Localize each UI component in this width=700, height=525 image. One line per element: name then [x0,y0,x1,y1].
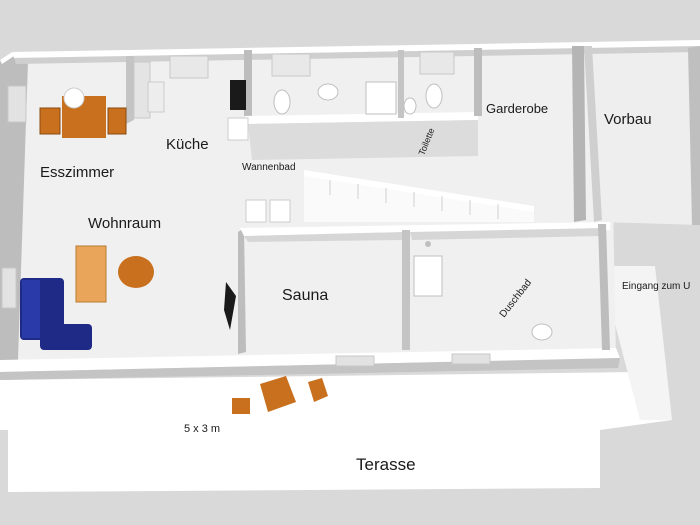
staircase [304,176,534,222]
bathroom-fixtures [245,81,443,223]
shower-fixtures [413,241,553,341]
windows [7,51,491,367]
room-label-vorbau: Vorbau [604,111,652,128]
room-label-sauna: Sauna [282,287,328,304]
kitchen-furniture [133,61,249,141]
interior-walls [126,46,610,354]
fan-object [224,282,236,330]
room-label-esszimmer: Esszimmer [40,164,114,181]
terrace-area [0,266,672,492]
dining-furniture [39,87,127,138]
room-label-eingang: Eingang zum U [622,281,690,292]
room-label-terasse: Terasse [356,455,416,474]
terrace-size-label: 5 x 3 m [184,423,220,435]
living-furniture [1,245,154,350]
room-label-garderobe: Garderobe [486,101,548,116]
terrace-furniture [232,376,328,414]
room-label-wannenbad: Wannenbad [242,162,296,173]
room-label-wohnraum: Wohnraum [88,215,161,232]
room-label-kueche: Küche [166,136,209,153]
